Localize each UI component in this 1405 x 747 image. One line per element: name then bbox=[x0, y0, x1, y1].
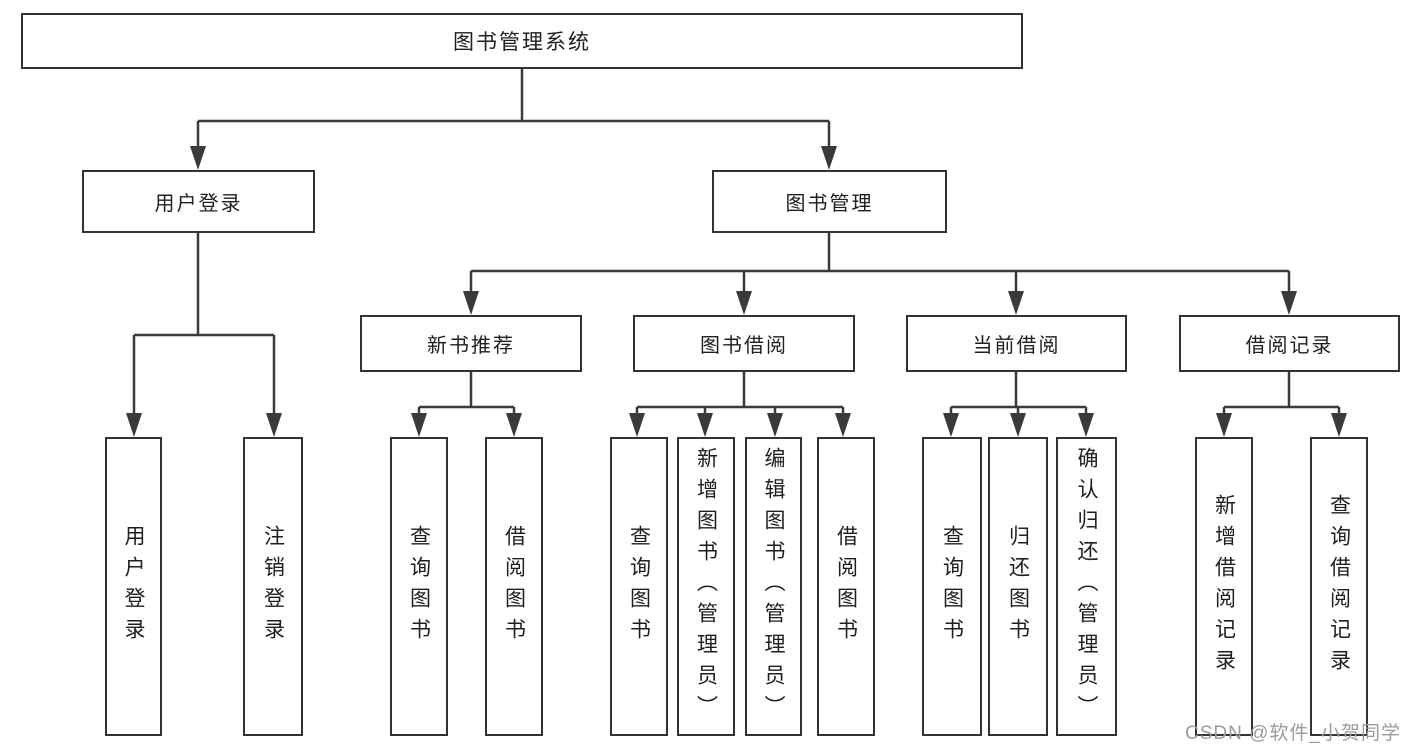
node-borrow-record: 借阅记录 bbox=[1179, 315, 1400, 372]
node-current-query-books: 查询图书 bbox=[922, 437, 982, 736]
node-borrow-query-books: 查询图书 bbox=[610, 437, 668, 736]
node-user-login: 用户登录 bbox=[82, 170, 315, 233]
node-logout-action: 注销登录 bbox=[243, 437, 303, 736]
node-borrow-add-books-admin-label: 新增图书（管理员） bbox=[694, 447, 718, 726]
node-current-confirm-return-admin-label: 确认归还（管理员） bbox=[1075, 447, 1098, 726]
node-current-borrow: 当前借阅 bbox=[906, 315, 1127, 372]
node-newbook-query-books: 查询图书 bbox=[390, 437, 448, 736]
node-borrow-borrow-books-label: 借阅图书 bbox=[834, 524, 858, 649]
node-current-confirm-return-admin: 确认归还（管理员） bbox=[1056, 437, 1117, 736]
node-borrow-edit-books-admin: 编辑图书（管理员） bbox=[745, 437, 802, 736]
node-current-query-books-label: 查询图书 bbox=[940, 524, 964, 649]
node-newbook-borrow-books: 借阅图书 bbox=[485, 437, 543, 736]
node-current-borrow-label: 当前借阅 bbox=[972, 335, 1061, 357]
node-book-borrow-label: 图书借阅 bbox=[700, 335, 788, 357]
node-book-management: 图书管理 bbox=[712, 170, 947, 233]
node-new-book-recommend-label: 新书推荐 bbox=[427, 335, 515, 357]
node-book-borrow: 图书借阅 bbox=[633, 315, 855, 372]
node-borrow-edit-books-admin-label: 编辑图书（管理员） bbox=[762, 447, 785, 726]
node-user-login-action: 用户登录 bbox=[105, 437, 162, 736]
node-record-add-record-label: 新增借阅记录 bbox=[1212, 493, 1236, 680]
node-borrow-record-label: 借阅记录 bbox=[1245, 335, 1334, 357]
node-record-add-record: 新增借阅记录 bbox=[1195, 437, 1253, 736]
node-current-return-books-label: 归还图书 bbox=[1006, 524, 1030, 649]
node-record-query-record-label: 查询借阅记录 bbox=[1327, 493, 1351, 680]
node-library-system: 图书管理系统 bbox=[21, 13, 1023, 69]
node-current-return-books: 归还图书 bbox=[988, 437, 1048, 736]
node-book-management-label: 图书管理 bbox=[785, 193, 874, 215]
node-library-system-label: 图书管理系统 bbox=[453, 31, 591, 54]
node-new-book-recommend: 新书推荐 bbox=[360, 315, 582, 372]
node-user-login-action-label: 用户登录 bbox=[122, 524, 145, 649]
csdn-watermark: CSDN @软件_小贺同学 bbox=[1185, 723, 1401, 744]
node-borrow-add-books-admin: 新增图书（管理员） bbox=[677, 437, 735, 736]
node-newbook-borrow-books-label: 借阅图书 bbox=[502, 524, 526, 649]
node-newbook-query-books-label: 查询图书 bbox=[407, 524, 431, 649]
node-logout-action-label: 注销登录 bbox=[261, 524, 285, 649]
node-borrow-query-books-label: 查询图书 bbox=[627, 524, 651, 649]
node-borrow-borrow-books: 借阅图书 bbox=[817, 437, 875, 736]
node-record-query-record: 查询借阅记录 bbox=[1310, 437, 1368, 736]
node-user-login-label: 用户登录 bbox=[154, 193, 243, 215]
